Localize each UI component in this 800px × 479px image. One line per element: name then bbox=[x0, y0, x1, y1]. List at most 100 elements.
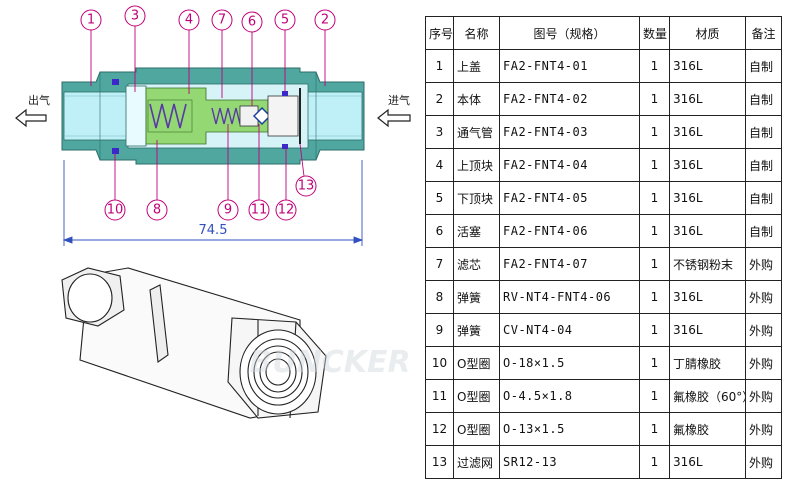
cell-code: O-18×1.5 bbox=[499, 346, 640, 380]
oring-10-bottom bbox=[112, 148, 119, 154]
header-material: 材质 bbox=[669, 16, 746, 50]
cell-material: 氟橡胶（60°） bbox=[669, 379, 746, 413]
cell-name: 弹簧 bbox=[453, 313, 500, 347]
inlet-label: 进气 bbox=[388, 93, 410, 107]
cell-material: 丁腈橡胶 bbox=[669, 346, 746, 380]
cell-no: 6 bbox=[425, 214, 454, 248]
callout-3: 3 bbox=[124, 5, 146, 27]
svg-text:12: 12 bbox=[278, 203, 295, 218]
cell-material: 氟橡胶 bbox=[669, 412, 746, 446]
callout-13: 13 bbox=[295, 175, 317, 197]
cell-qty: 1 bbox=[639, 247, 670, 281]
svg-text:13: 13 bbox=[298, 179, 315, 194]
cell-material: 不锈钢粉末 bbox=[669, 247, 746, 281]
cell-material: 316L bbox=[669, 313, 746, 347]
cell-no: 10 bbox=[425, 346, 454, 380]
cell-note: 外购 bbox=[745, 280, 782, 314]
cell-no: 13 bbox=[425, 445, 454, 479]
cell-name: 通气管 bbox=[453, 115, 500, 149]
cell-code: O-13×1.5 bbox=[499, 412, 640, 446]
cell-code: CV-NT4-04 bbox=[499, 313, 640, 347]
cell-no: 7 bbox=[425, 247, 454, 281]
cell-material: 316L bbox=[669, 280, 746, 314]
cell-name: 活塞 bbox=[453, 214, 500, 248]
cell-name: 滤芯 bbox=[453, 247, 500, 281]
cell-qty: 1 bbox=[639, 379, 670, 413]
cell-material: 316L bbox=[669, 148, 746, 182]
cell-qty: 1 bbox=[639, 148, 670, 182]
svg-text:11: 11 bbox=[251, 203, 268, 218]
outlet-arrow: 出气 bbox=[15, 93, 50, 128]
callouts: 1 3 4 7 6 5 2 10 8 9 11 12 13 bbox=[80, 5, 336, 221]
callout-10: 10 bbox=[104, 199, 126, 221]
cell-material: 316L bbox=[669, 115, 746, 149]
isometric-view bbox=[61, 267, 327, 419]
cell-no: 4 bbox=[425, 148, 454, 182]
cell-code: FA2-FNT4-07 bbox=[499, 247, 640, 281]
cell-qty: 1 bbox=[639, 49, 670, 83]
callout-9: 9 bbox=[217, 199, 239, 221]
table-header-row: 序号 名称 图号（规格） 数量 材质 备注 bbox=[425, 16, 782, 50]
vent-tube bbox=[125, 85, 147, 147]
cell-code: FA2-FNT4-06 bbox=[499, 214, 640, 248]
oring-12-bottom bbox=[282, 144, 288, 149]
svg-text:1: 1 bbox=[87, 13, 95, 28]
cell-note: 外购 bbox=[745, 412, 782, 446]
outlet-label: 出气 bbox=[28, 93, 50, 107]
cell-note: 自制 bbox=[745, 82, 782, 116]
svg-text:7: 7 bbox=[218, 13, 226, 28]
callout-6: 6 bbox=[241, 11, 263, 33]
cell-name: 弹簧 bbox=[453, 280, 500, 314]
cell-material: 316L bbox=[669, 181, 746, 215]
svg-text:9: 9 bbox=[224, 203, 232, 218]
cell-no: 8 bbox=[425, 280, 454, 314]
cell-note: 外购 bbox=[745, 247, 782, 281]
callout-1: 1 bbox=[80, 9, 102, 31]
cell-note: 自制 bbox=[745, 214, 782, 248]
section-view bbox=[61, 67, 365, 165]
watermark: BUNCKER bbox=[249, 345, 410, 380]
dimension-value: 74.5 bbox=[199, 223, 228, 238]
cell-code: RV-NT4-FNT4-06 bbox=[499, 280, 640, 314]
cell-name: 上顶块 bbox=[453, 148, 500, 182]
cell-no: 3 bbox=[425, 115, 454, 149]
header-note: 备注 bbox=[745, 16, 782, 50]
cell-no: 9 bbox=[425, 313, 454, 347]
oring-10-top bbox=[112, 79, 119, 85]
cell-qty: 1 bbox=[639, 445, 670, 479]
cell-material: 316L bbox=[669, 49, 746, 83]
cell-qty: 1 bbox=[639, 313, 670, 347]
cell-code: FA2-FNT4-05 bbox=[499, 181, 640, 215]
header-no: 序号 bbox=[425, 16, 454, 50]
spring-8 bbox=[149, 103, 187, 129]
cell-material: 316L bbox=[669, 214, 746, 248]
cell-note: 外购 bbox=[745, 313, 782, 347]
svg-text:5: 5 bbox=[281, 13, 289, 28]
cell-qty: 1 bbox=[639, 181, 670, 215]
svg-text:3: 3 bbox=[131, 9, 139, 24]
oring-12-top bbox=[282, 91, 288, 96]
cell-qty: 1 bbox=[639, 115, 670, 149]
cell-code: FA2-FNT4-03 bbox=[499, 115, 640, 149]
cell-note: 自制 bbox=[745, 181, 782, 215]
callout-8: 8 bbox=[146, 199, 168, 221]
cell-note: 外购 bbox=[745, 346, 782, 380]
spring-9 bbox=[211, 107, 241, 125]
cell-no: 5 bbox=[425, 181, 454, 215]
cell-qty: 1 bbox=[639, 82, 670, 116]
cell-material: 316L bbox=[669, 445, 746, 479]
svg-text:6: 6 bbox=[248, 15, 256, 30]
